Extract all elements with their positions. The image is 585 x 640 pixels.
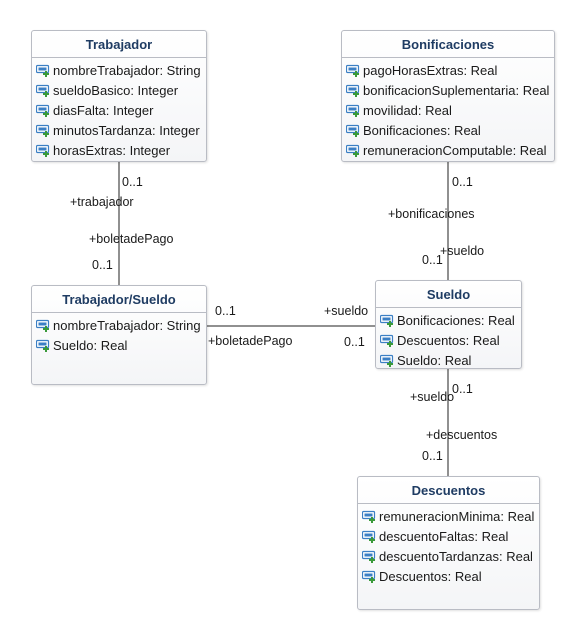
attribute-text: descuentoFaltas: Real	[379, 529, 509, 544]
attribute-row[interactable]: nombreTrabajador: String	[32, 61, 206, 81]
public-attribute-icon	[379, 354, 395, 368]
attribute-row[interactable]: descuentoTardanzas: Real	[358, 547, 539, 567]
public-attribute-icon	[361, 510, 377, 524]
attribute-text: sueldoBasico: Integer	[53, 83, 179, 98]
multiplicity-label: 0..1	[344, 335, 365, 349]
attribute-row[interactable]: remuneracionMinima: Real	[358, 507, 539, 527]
role-label: +sueldo	[410, 390, 455, 404]
public-attribute-icon	[361, 570, 377, 584]
public-attribute-icon	[35, 84, 51, 98]
attribute-row[interactable]: horasExtras: Integer	[32, 141, 206, 161]
attribute-row[interactable]: sueldoBasico: Integer	[32, 81, 206, 101]
attribute-row[interactable]: diasFalta: Integer	[32, 101, 206, 121]
multiplicity-label: 0..1	[422, 253, 443, 267]
attribute-text: descuentoTardanzas: Real	[379, 549, 533, 564]
role-label: +descuentos	[426, 428, 498, 442]
attribute-row[interactable]: Descuentos: Real	[358, 567, 539, 587]
multiplicity-label: 0..1	[422, 449, 443, 463]
attribute-row[interactable]: bonificacionSuplementaria: Real	[342, 81, 554, 101]
attribute-text: Bonificaciones: Real	[397, 313, 515, 328]
role-label: +sueldo	[440, 244, 485, 258]
attribute-text: Sueldo: Real	[397, 353, 472, 368]
multiplicity-label: 0..1	[452, 175, 473, 189]
public-attribute-icon	[35, 104, 51, 118]
public-attribute-icon	[35, 319, 51, 333]
attribute-row[interactable]: descuentoFaltas: Real	[358, 527, 539, 547]
class-descuentos[interactable]: Descuentos remuneracionMinima: Real desc…	[357, 476, 540, 610]
multiplicity-label: 0..1	[215, 304, 236, 318]
attribute-text: remuneracionComputable: Real	[363, 143, 547, 158]
class-title: Trabajador	[32, 31, 206, 58]
attribute-row[interactable]: Bonificaciones: Real	[342, 121, 554, 141]
class-title: Descuentos	[358, 477, 539, 504]
attribute-text: Descuentos: Real	[397, 333, 500, 348]
multiplicity-label: 0..1	[92, 258, 113, 272]
public-attribute-icon	[345, 104, 361, 118]
attribute-text: Sueldo: Real	[53, 338, 128, 353]
public-attribute-icon	[35, 144, 51, 158]
attribute-row[interactable]: Descuentos: Real	[376, 331, 521, 351]
public-attribute-icon	[345, 124, 361, 138]
multiplicity-label: 0..1	[122, 175, 143, 189]
attribute-text: nombreTrabajador: String	[53, 63, 201, 78]
public-attribute-icon	[345, 84, 361, 98]
attribute-row[interactable]: remuneracionComputable: Real	[342, 141, 554, 161]
public-attribute-icon	[379, 314, 395, 328]
attribute-row[interactable]: movilidad: Real	[342, 101, 554, 121]
class-title: Trabajador/Sueldo	[32, 286, 206, 313]
attribute-text: bonificacionSuplementaria: Real	[363, 83, 550, 98]
role-label: +sueldo	[324, 304, 369, 318]
class-trabajador-sueldo[interactable]: Trabajador/Sueldo nombreTrabajador: Stri…	[31, 285, 207, 385]
class-title: Sueldo	[376, 281, 521, 308]
attribute-row[interactable]: minutosTardanza: Integer	[32, 121, 206, 141]
public-attribute-icon	[35, 339, 51, 353]
attribute-row[interactable]: nombreTrabajador: String	[32, 316, 206, 336]
role-label: +boletadePago	[89, 232, 174, 246]
class-trabajador[interactable]: Trabajador nombreTrabajador: String suel…	[31, 30, 207, 162]
public-attribute-icon	[35, 124, 51, 138]
public-attribute-icon	[35, 64, 51, 78]
attribute-row[interactable]: pagoHorasExtras: Real	[342, 61, 554, 81]
multiplicity-label: 0..1	[452, 382, 473, 396]
public-attribute-icon	[345, 144, 361, 158]
public-attribute-icon	[379, 334, 395, 348]
role-label: +trabajador	[70, 195, 134, 209]
public-attribute-icon	[361, 550, 377, 564]
attribute-text: Bonificaciones: Real	[363, 123, 481, 138]
public-attribute-icon	[361, 530, 377, 544]
attribute-row[interactable]: Bonificaciones: Real	[376, 311, 521, 331]
class-title: Bonificaciones	[342, 31, 554, 58]
class-bonificaciones[interactable]: Bonificaciones pagoHorasExtras: Real bon…	[341, 30, 555, 162]
attribute-text: diasFalta: Integer	[53, 103, 154, 118]
attribute-text: pagoHorasExtras: Real	[363, 63, 498, 78]
attribute-text: Descuentos: Real	[379, 569, 482, 584]
attribute-text: remuneracionMinima: Real	[379, 509, 535, 524]
public-attribute-icon	[345, 64, 361, 78]
attribute-row[interactable]: Sueldo: Real	[376, 351, 521, 371]
class-sueldo[interactable]: Sueldo Bonificaciones: Real Descuentos: …	[375, 280, 522, 369]
attribute-text: minutosTardanza: Integer	[53, 123, 200, 138]
role-label: +boletadePago	[208, 334, 293, 348]
attribute-text: horasExtras: Integer	[53, 143, 171, 158]
role-label: +bonificaciones	[388, 207, 475, 221]
attribute-text: movilidad: Real	[363, 103, 452, 118]
attribute-row[interactable]: Sueldo: Real	[32, 336, 206, 356]
attribute-text: nombreTrabajador: String	[53, 318, 201, 333]
